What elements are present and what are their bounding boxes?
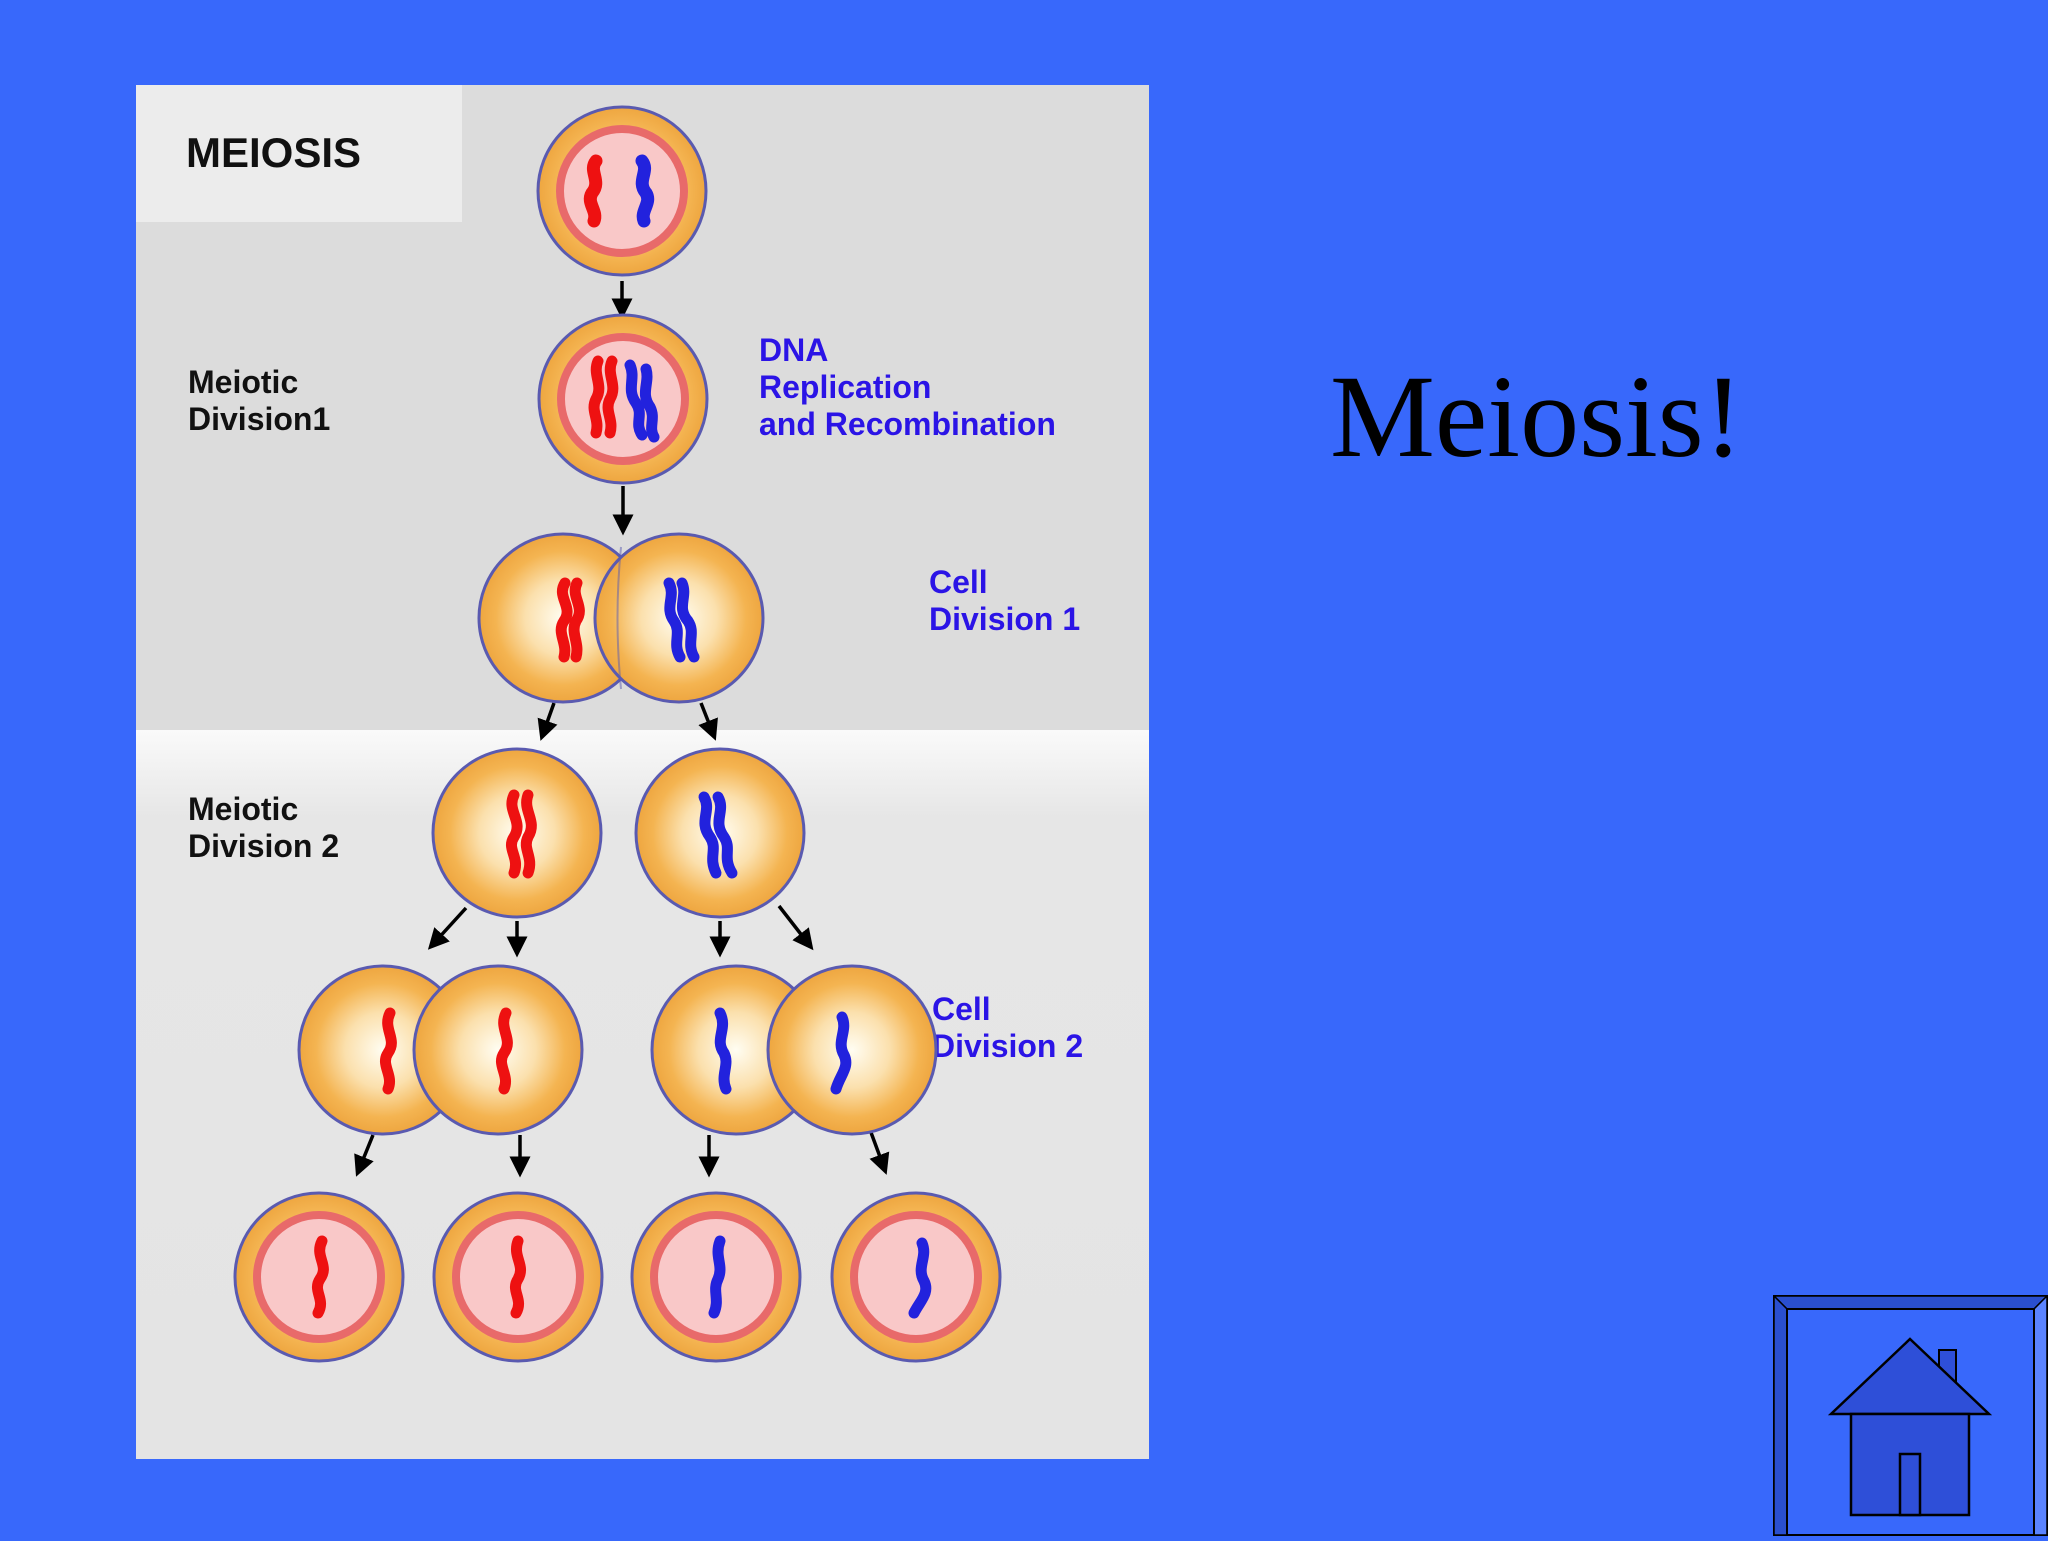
arrow (537, 702, 558, 741)
nucleus (557, 333, 689, 465)
arrow (354, 1134, 375, 1177)
step-label-cell-division2-line2: Division 2 (932, 1028, 1083, 1064)
home-button[interactable] (1772, 1294, 2048, 1536)
nucleus (850, 1211, 982, 1343)
daughter-cell-1 (431, 747, 603, 919)
stage-label-division2-line2: Division 2 (188, 828, 339, 864)
step-label-cell-division2-line1: Cell (932, 991, 991, 1027)
arrow (777, 904, 814, 951)
maternal-chromosome (496, 1007, 513, 1095)
house-door (1898, 1452, 1922, 1517)
dividing-cell-2-left (297, 964, 584, 1136)
house-icon (1772, 1294, 2048, 1536)
maternal-chromosome (311, 1235, 329, 1319)
dividing-cell-1 (477, 532, 765, 704)
arrow (427, 906, 468, 950)
step-label-cell-division1-line2: Division 1 (929, 601, 1080, 637)
arrow (698, 702, 718, 741)
stage-label-division1-line1: Meiotic (188, 364, 298, 400)
paternal-chromosome (639, 363, 660, 443)
paternal-chromosome (635, 154, 655, 228)
maternal-chromosome (555, 577, 573, 663)
maternal-chromosome (588, 355, 605, 439)
gamete-4 (830, 1191, 1002, 1363)
maternal-chromosome (602, 355, 619, 439)
paternal-chromosome (712, 791, 738, 879)
step-label-replication-line3: and Recombination (759, 406, 1056, 442)
maternal-chromosome (380, 1007, 397, 1095)
heading-box (136, 85, 462, 222)
paternal-chromosome (714, 1007, 732, 1095)
nucleus (556, 125, 688, 257)
maternal-chromosome (509, 1235, 527, 1319)
meiosis-diagram: MEIOSIS Meiotic Division1 Meiotic Divisi… (136, 85, 1149, 1459)
paternal-chromosome (698, 791, 722, 879)
gamete-1 (233, 1191, 405, 1363)
maternal-chromosome (568, 577, 585, 663)
stage-label-division2-line1: Meiotic (188, 791, 298, 827)
maternal-chromosome (583, 154, 603, 228)
daughter-cell-2 (634, 747, 806, 919)
replicated-cell (537, 313, 709, 485)
step-label-replication-line2: Replication (759, 369, 931, 405)
diagram-heading: MEIOSIS (186, 129, 361, 176)
arrow (867, 1126, 890, 1175)
step-label-cell-division1-line1: Cell (929, 564, 988, 600)
dividing-cell-2-right (650, 964, 938, 1136)
paternal-chromosome (908, 1237, 932, 1319)
process-arrows (354, 281, 890, 1178)
paternal-chromosome (663, 577, 686, 663)
paternal-chromosome (708, 1235, 726, 1319)
maternal-chromosome (506, 789, 523, 879)
paternal-chromosome (624, 359, 648, 441)
maternal-chromosome (520, 789, 537, 879)
stage-label-division1-line2: Division1 (188, 401, 330, 437)
slide-title: Meiosis! (1330, 351, 1743, 482)
paternal-chromosome (830, 1011, 852, 1095)
gamete-2 (432, 1191, 604, 1363)
step-label-replication-line1: DNA (759, 332, 828, 368)
paternal-chromosome (676, 577, 700, 663)
parent-cell (536, 105, 708, 277)
gamete-3 (630, 1191, 802, 1363)
